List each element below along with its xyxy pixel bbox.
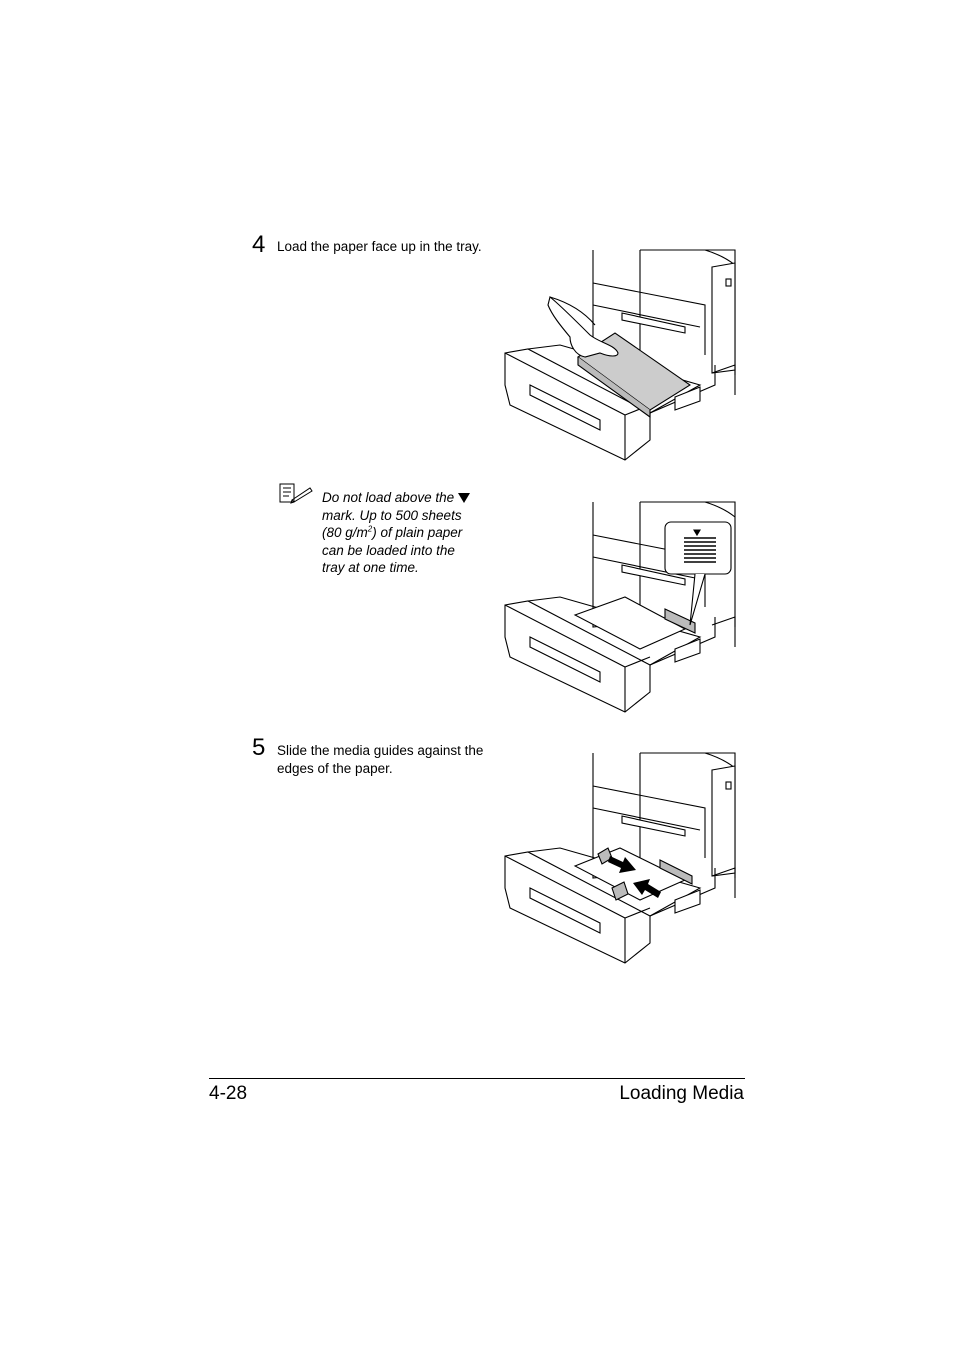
fill-limit-triangle-icon [458, 493, 471, 503]
illustration-fill-limit [504, 501, 736, 713]
note-line-1: Do not load above the [322, 489, 492, 507]
note-text: Do not load above the mark. Up to 500 sh… [322, 489, 492, 577]
step-5-number: 5 [252, 734, 266, 761]
step-4-text: Load the paper face up in the tray. [277, 239, 482, 254]
note-line-2: mark. Up to 500 sheets [322, 507, 462, 523]
section-title: Loading Media [619, 1083, 744, 1104]
footer-rule [209, 1078, 745, 1079]
note-line-4: can be loaded into the [322, 542, 455, 558]
note-pencil-icon [279, 483, 313, 504]
step-5-text: Slide the media guides against the edges… [277, 743, 484, 776]
page-number: 4-28 [209, 1083, 248, 1104]
step-4-number: 4 [252, 231, 266, 258]
illustration-slide-guides [504, 752, 736, 964]
illustration-load-paper [504, 249, 736, 461]
note-line-3: (80 g/m2) of plain paper [322, 524, 463, 541]
note-line-5: tray at one time. [322, 560, 419, 576]
